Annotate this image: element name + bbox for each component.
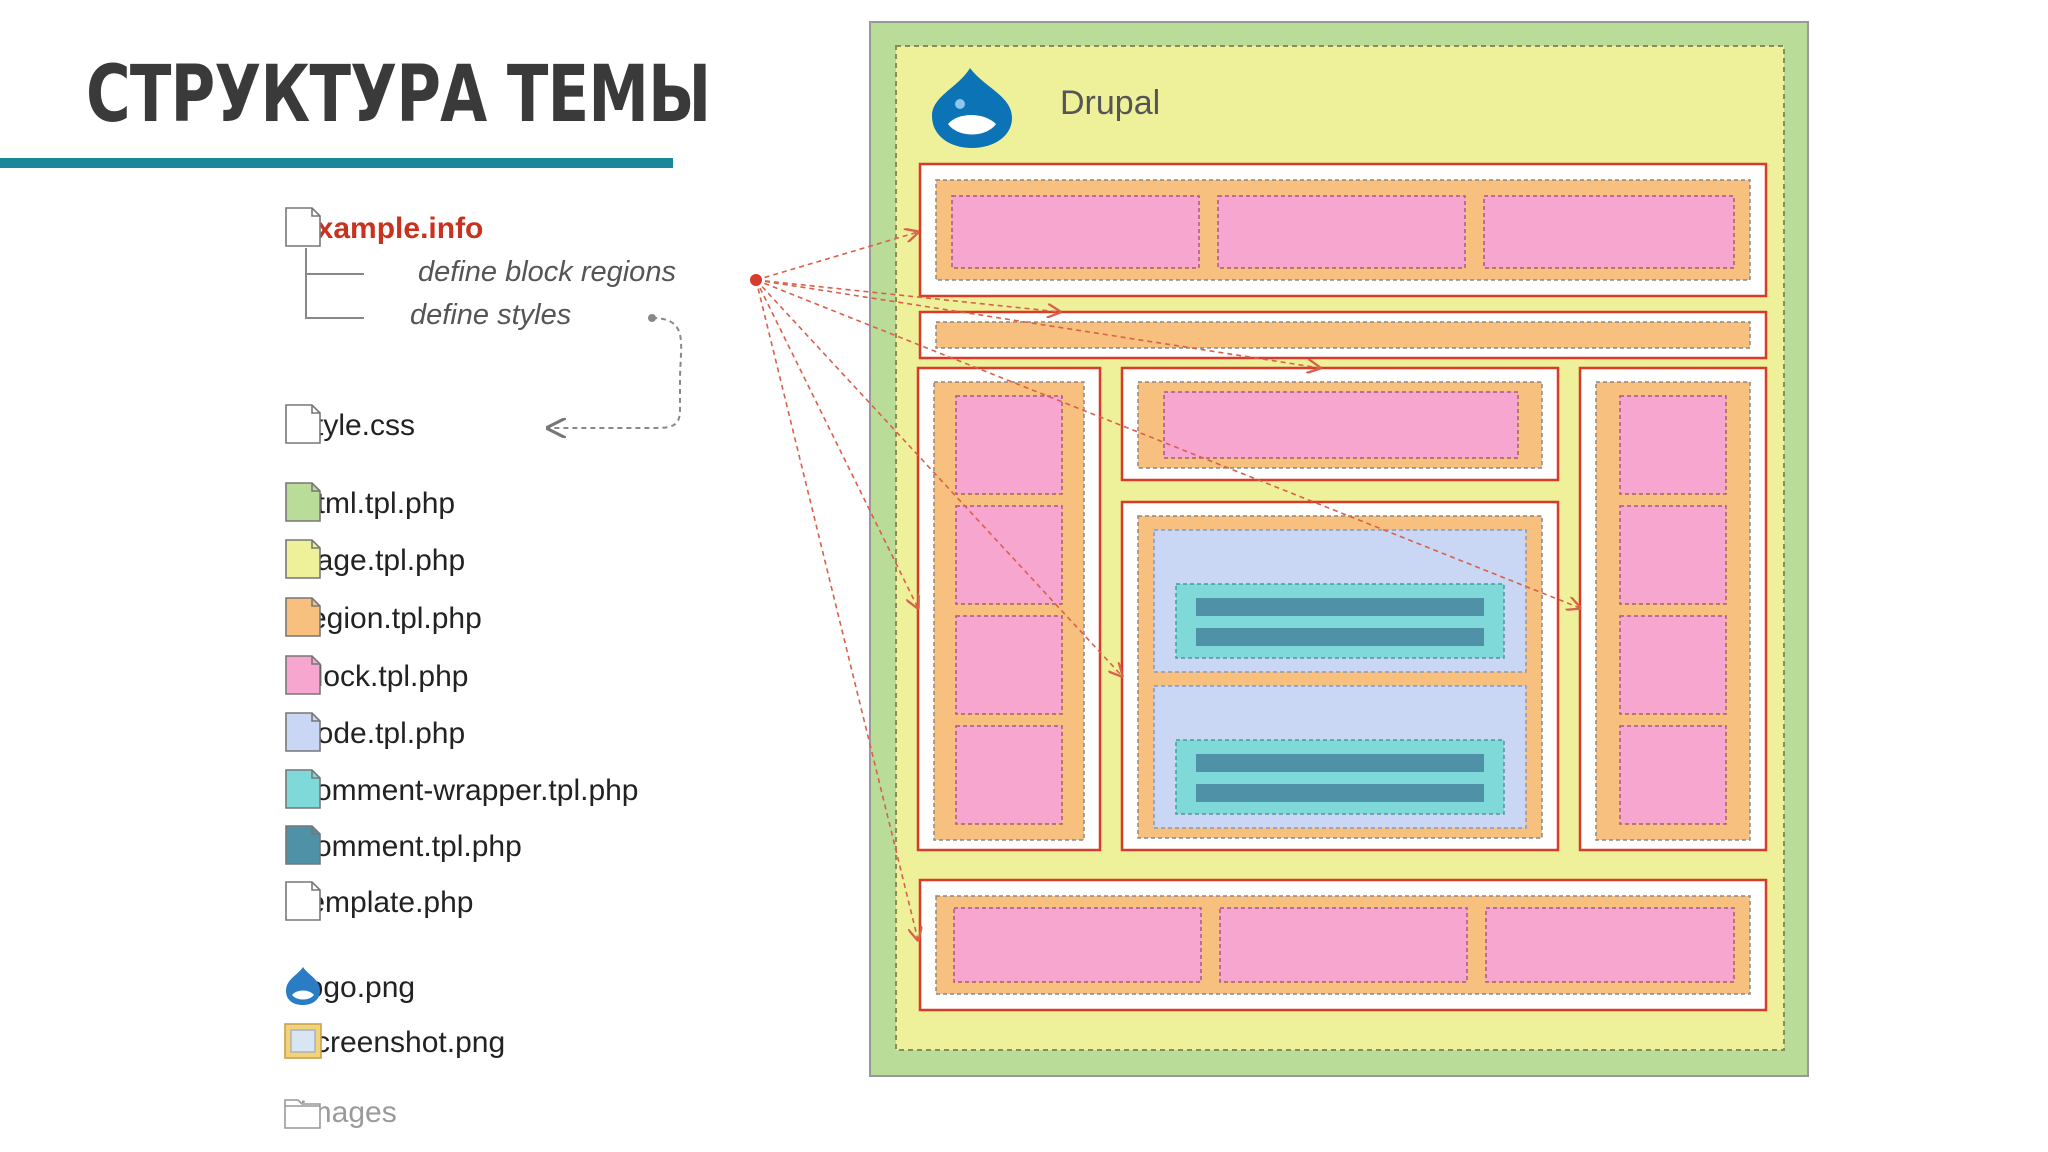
drupal-drop-icon [286,967,320,1005]
page-title: СТРУКТУРА ТЕМЫ [86,50,711,140]
file-page-tpl[interactable]: page.tpl.php [282,538,465,584]
tree-connector [305,248,364,319]
file-icon [285,825,321,865]
file-label: page.tpl.php [300,544,466,577]
file-icon [285,404,321,444]
file-label: template.php [300,886,474,919]
file-icon [285,881,321,921]
file-label: html.tpl.php [300,487,456,520]
file-comment-wrapper-tpl[interactable]: comment-wrapper.tpl.php [282,768,639,814]
file-node-tpl[interactable]: node.tpl.php [282,711,465,757]
file-style-css[interactable]: style.css [282,403,415,449]
region-arrows [755,232,1580,940]
region-arrows-origin [750,274,762,286]
file-region-tpl[interactable]: region.tpl.php [282,596,482,642]
file-label: comment-wrapper.tpl.php [300,774,639,807]
file-comment-tpl[interactable]: comment.tpl.php [282,824,522,870]
file-logo-png[interactable]: logo.png [282,965,415,1011]
file-label: block.tpl.php [300,660,469,693]
file-icon [285,712,321,752]
file-label: example.info [300,212,484,245]
file-label: region.tpl.php [300,602,482,635]
file-label: screenshot.png [300,1026,506,1059]
folder-icon [284,1099,321,1129]
header-block-1 [951,195,1200,269]
note-block-regions: define block regions [418,256,676,288]
file-template-php[interactable]: template.php [282,880,473,926]
note-styles: define styles [410,299,572,331]
file-label: comment.tpl.php [300,830,522,863]
file-icon [285,597,321,637]
screenshot-icon [284,1023,322,1059]
file-block-tpl[interactable]: block.tpl.php [282,654,468,700]
file-example-info[interactable]: example.info [282,206,483,252]
header-block-2 [1217,195,1466,269]
folder-images[interactable]: images [282,1090,397,1136]
file-icon [285,207,321,247]
file-label: node.tpl.php [300,717,466,750]
file-icon [285,655,321,695]
file-icon [285,769,321,809]
brand-label: Drupal [1060,84,1161,122]
file-html-tpl[interactable]: html.tpl.php [282,481,455,527]
styles-arrow [548,317,683,428]
file-icon [285,482,321,522]
file-icon [285,539,321,579]
file-screenshot-png[interactable]: screenshot.png [282,1020,505,1066]
title-underline [0,158,673,168]
header-block-3 [1483,195,1735,269]
drupal-logo-icon [932,68,1012,148]
layout-diagram [869,21,1809,1077]
